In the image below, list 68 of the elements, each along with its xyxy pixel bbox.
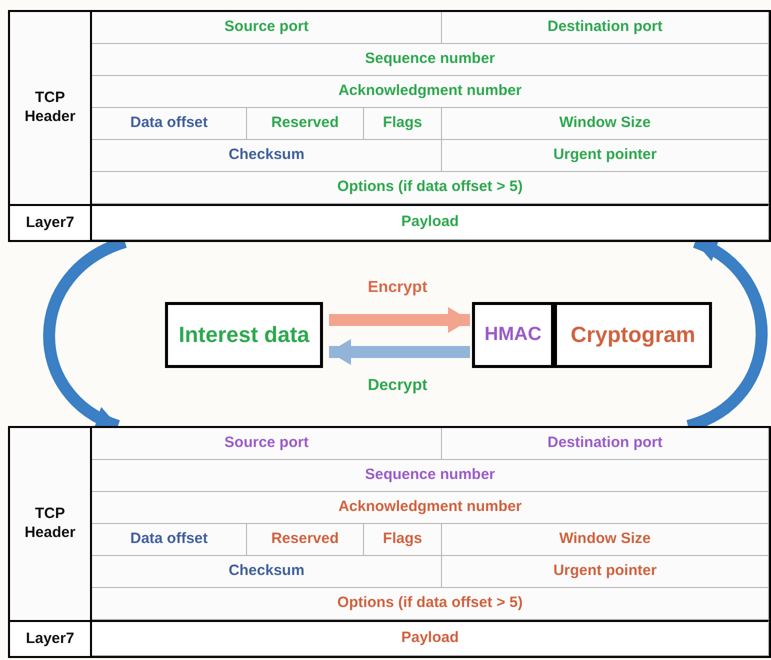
edge-label: Decrypt: [368, 376, 428, 396]
table-cell: [92, 492, 769, 524]
cell-text: Options (if data offset > 5): [337, 594, 523, 613]
table-cell: [10, 12, 92, 204]
cell-text: Destination port: [548, 18, 662, 37]
header-table: [8, 426, 771, 658]
table-cell: [92, 588, 769, 620]
arrow: [329, 339, 470, 365]
table-cell: [247, 524, 364, 556]
table-cell: [92, 524, 247, 556]
table-cell: [10, 428, 92, 620]
cell-text: Options (if data offset > 5): [337, 178, 523, 197]
cell-text: Sequence number: [364, 466, 496, 485]
table-cell: [10, 204, 92, 240]
cell-text: Data offset: [130, 530, 208, 549]
table-cell: [442, 12, 769, 44]
cell-text: Urgent pointer: [553, 146, 657, 165]
cell-text: Checksum: [228, 562, 304, 581]
cell-text: Window Size: [559, 114, 651, 133]
table-cell: [247, 108, 364, 140]
cell-text: Layer7: [26, 214, 74, 232]
table-cell: [92, 44, 769, 76]
table-cell: [92, 460, 769, 492]
cell-text: Interest data: [178, 321, 310, 349]
cell-text: Data offset: [130, 114, 208, 133]
cell-text: TCP Header: [24, 89, 76, 127]
cell-text: Layer7: [26, 630, 74, 648]
table-cell: [92, 556, 442, 588]
table-cell: [92, 140, 442, 172]
cell-text: Source port: [224, 18, 309, 37]
header-table: [8, 10, 771, 242]
cell-text: Acknowledgment number: [338, 498, 522, 517]
table-cell: [92, 428, 442, 460]
table-cell: [364, 524, 442, 556]
table-cell: [364, 108, 442, 140]
cell-text: Checksum: [228, 146, 304, 165]
table-cell: [442, 556, 769, 588]
table-cell: [92, 620, 769, 656]
edge-label: Encrypt: [368, 278, 428, 298]
cell-text: Flags: [382, 530, 422, 549]
cell-text: Urgent pointer: [553, 562, 657, 581]
cell-text: Destination port: [548, 434, 662, 453]
table-cell: [10, 620, 92, 656]
table-cell: [442, 108, 769, 140]
cell-text: Window Size: [559, 530, 651, 549]
process-box: [472, 302, 554, 368]
arrow: [329, 307, 470, 333]
cell-text: Payload: [401, 629, 459, 648]
table-cell: [92, 12, 442, 44]
cell-text: TCP Header: [24, 505, 76, 543]
process-box: [554, 302, 712, 368]
table-cell: [92, 76, 769, 108]
process-box: [165, 302, 323, 368]
cell-text: HMAC: [484, 323, 542, 347]
table-cell: [442, 428, 769, 460]
table-cell: [92, 204, 769, 240]
table-cell: [92, 172, 769, 204]
cell-text: Reserved: [271, 530, 339, 549]
cell-text: Sequence number: [364, 50, 496, 69]
cell-text: Flags: [382, 114, 422, 133]
cell-text: Payload: [401, 213, 459, 232]
table-cell: [92, 108, 247, 140]
table-cell: [442, 524, 769, 556]
cell-text: Source port: [224, 434, 309, 453]
cell-text: Acknowledgment number: [338, 82, 522, 101]
cell-text: Cryptogram: [570, 321, 696, 349]
table-cell: [442, 140, 769, 172]
cell-text: Reserved: [271, 114, 339, 133]
